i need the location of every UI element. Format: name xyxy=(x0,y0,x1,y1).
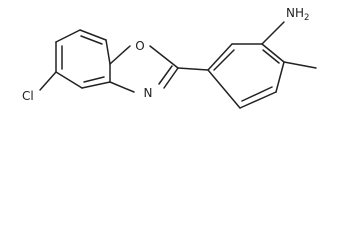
atom-label-amine: NH2 xyxy=(286,6,309,23)
oxazole-ring xyxy=(109,45,179,93)
atom-label-chlorine: Cl xyxy=(22,89,34,103)
bond-c5p-c6p xyxy=(239,91,277,109)
bond-c4p-c5p xyxy=(275,61,285,93)
bond-c7a-o xyxy=(109,45,131,65)
bond-c5p-c6p-double xyxy=(241,86,273,102)
bond-c2-n-double xyxy=(158,65,173,85)
atom-label-oxygen: O xyxy=(135,39,144,53)
bond-c5-cl xyxy=(39,71,57,91)
bond-c3p-c4p xyxy=(261,43,285,63)
bond-c1p-c2p-double xyxy=(213,49,235,71)
bond-c6p-c1p xyxy=(207,69,241,109)
bond-c6-c5 xyxy=(55,29,81,43)
atom-label-nitrogen: N xyxy=(144,86,153,100)
bond-c3p-n xyxy=(261,21,285,45)
bond-o-c2 xyxy=(149,45,179,69)
bond-c4p-methyl xyxy=(283,61,317,69)
chemical-structure-diagram: Cl O N NH2 xyxy=(22,6,317,109)
bond-c3-c3a-double xyxy=(83,76,105,83)
amine-nitrogen-symbol: N xyxy=(286,6,295,20)
bond-c7-c6 xyxy=(79,29,107,41)
bond-c2-n xyxy=(163,67,179,89)
bond-n-c3a xyxy=(109,81,135,93)
phenyl-ring xyxy=(177,43,285,109)
amine-hydrogen-symbol: H xyxy=(295,6,304,20)
bond-c7-c6-double xyxy=(80,35,103,45)
bond-c1p-c2p xyxy=(207,43,233,71)
bond-c3-c3a xyxy=(81,81,111,89)
bond-c7a-c7 xyxy=(105,39,111,65)
bond-c2-c1p xyxy=(177,67,209,71)
bond-c3p-c4p-double xyxy=(262,49,280,64)
benzoxazole-benzene-ring xyxy=(55,29,111,89)
amine-hydrogen-count: 2 xyxy=(304,13,309,23)
bond-c4-c3 xyxy=(55,71,83,89)
